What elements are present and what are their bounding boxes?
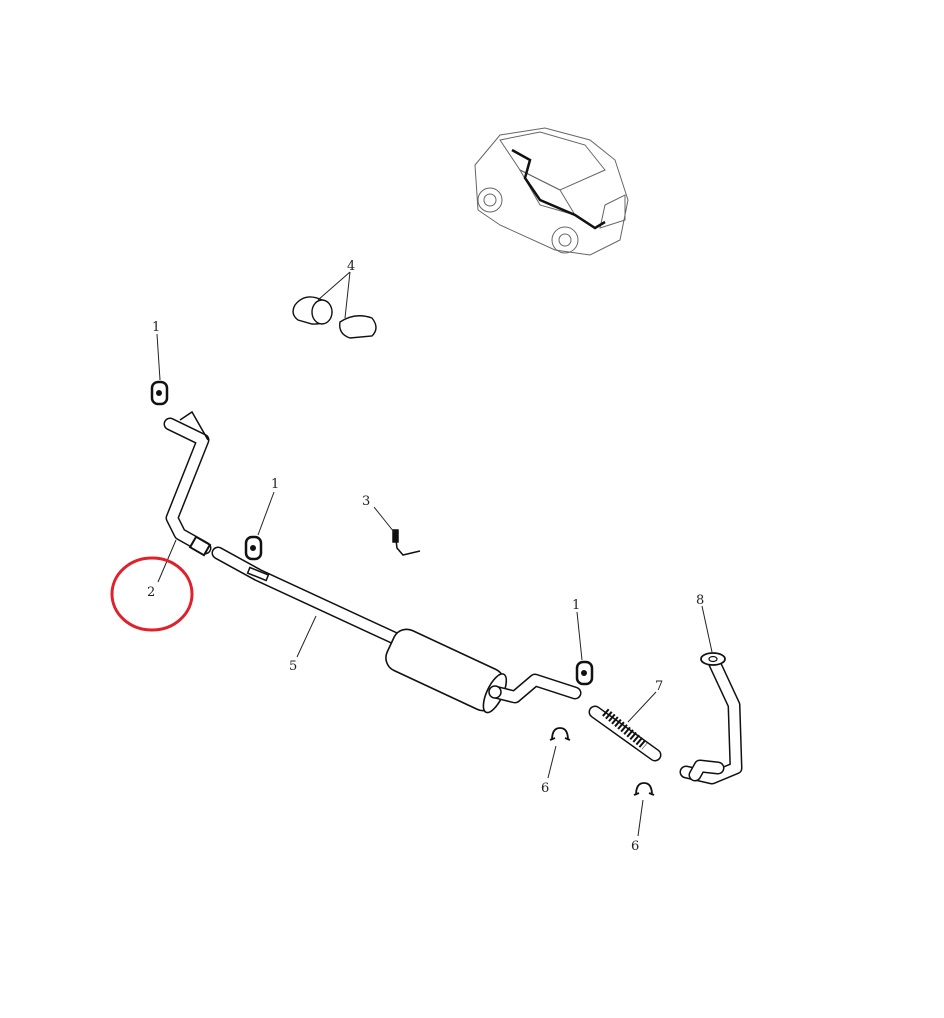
- callout-6: 6: [541, 781, 549, 796]
- callout-6: 6: [631, 839, 639, 854]
- callout-1: 1: [271, 477, 279, 492]
- callout-1: 1: [572, 598, 580, 613]
- clamp-part-6[interactable]: [633, 782, 655, 796]
- rubber-mount-part-4[interactable]: [292, 296, 377, 339]
- clamp-part-6[interactable]: [549, 727, 571, 741]
- callout-2: 2: [147, 585, 155, 600]
- callout-1: 1: [152, 320, 160, 335]
- hanger-part-1[interactable]: [244, 535, 263, 561]
- front-pipe-part-2[interactable]: [163, 410, 212, 557]
- car-location-thumbnail: [474, 127, 629, 256]
- leader-lines: [156, 271, 713, 837]
- callout-4: 4: [347, 259, 355, 274]
- hanger-part-1[interactable]: [575, 660, 594, 686]
- hanger-part-1[interactable]: [150, 380, 169, 406]
- callout-7: 7: [655, 679, 663, 694]
- callout-8: 8: [696, 593, 704, 608]
- callout-5: 5: [289, 659, 297, 674]
- sensor-part-3[interactable]: [392, 529, 421, 556]
- callout-3: 3: [362, 494, 370, 509]
- downpipe-part-8[interactable]: [679, 652, 743, 785]
- middle-muffler-part-5[interactable]: [211, 546, 582, 717]
- flex-pipe-part-7[interactable]: [588, 705, 662, 762]
- highlight-circle: [110, 556, 194, 632]
